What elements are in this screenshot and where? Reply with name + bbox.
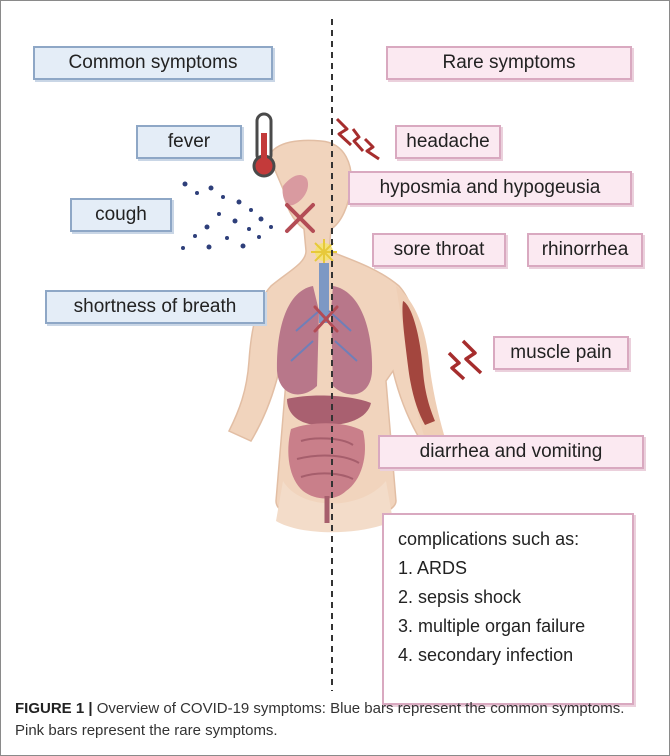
hyposmia-label: hyposmia and hypogeusia [348, 171, 632, 205]
droplets-icon [181, 182, 273, 251]
sore-throat-label: sore throat [372, 233, 506, 267]
complications-title: complications such as: [398, 525, 618, 554]
complication-item: 2. sepsis shock [398, 583, 618, 612]
rhinorrhea-label: rhinorrhea [527, 233, 643, 267]
caption-text: Overview of COVID-19 symptoms: Blue bars… [15, 700, 624, 739]
shortness-of-breath-label: shortness of breath [45, 290, 265, 324]
complication-item: 1. ARDS [398, 554, 618, 583]
muscle-pain-label: muscle pain [493, 336, 629, 370]
diarrhea-label: diarrhea and vomiting [378, 435, 644, 469]
complication-item: 3. multiple organ failure [398, 612, 618, 641]
cough-label: cough [70, 198, 172, 232]
fever-label: fever [136, 125, 242, 159]
thermometer-icon [254, 114, 274, 176]
lightning-icon [449, 341, 481, 379]
figure-caption: FIGURE 1 | Overview of COVID-19 symptoms… [15, 698, 655, 742]
complication-item: 4. secondary infection [398, 641, 618, 670]
figure-label: FIGURE 1 | [15, 700, 93, 717]
rare-symptoms-header: Rare symptoms [386, 46, 632, 80]
complications-box: complications such as: 1. ARDS 2. sepsis… [382, 513, 634, 705]
headache-label: headache [395, 125, 501, 159]
common-symptoms-header: Common symptoms [33, 46, 273, 80]
